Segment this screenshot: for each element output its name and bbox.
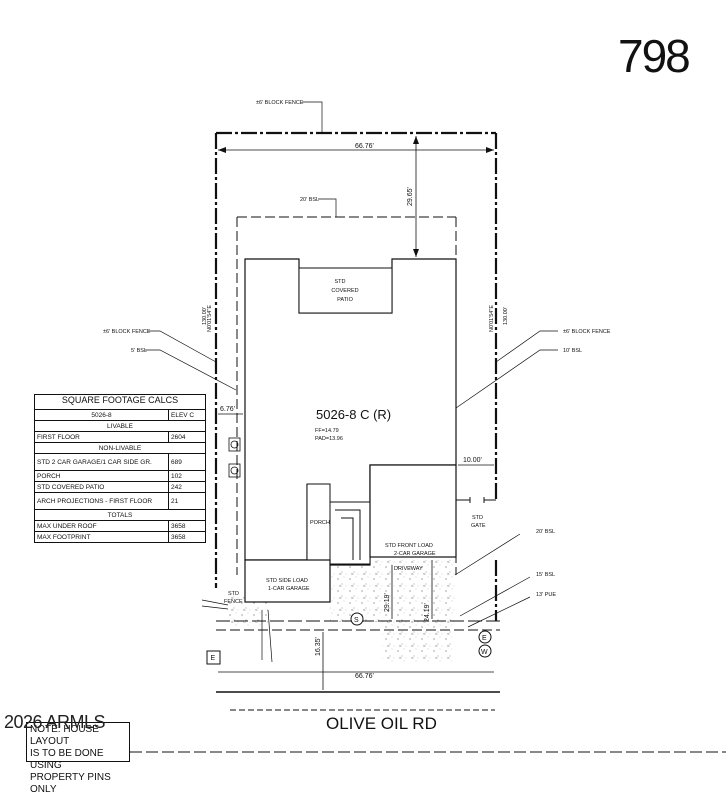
patio-label-1: STD: [335, 279, 346, 285]
left-bsl-label: 5' BSL: [131, 348, 147, 354]
front-bsl-15-label: 15' BSL: [536, 572, 555, 578]
left-bearing: N0'01'54"E: [207, 305, 213, 332]
porch-sf-value: 102: [171, 472, 182, 480]
right-length: 130.00': [503, 307, 509, 325]
table-nonlivable-header: NON-LIVABLE: [98, 444, 142, 452]
ac-unit-icon: [228, 437, 241, 478]
patio-label-3: PATIO: [337, 297, 353, 303]
std-fence-label-2: FENCE: [224, 599, 243, 605]
table-title: SQUARE FOOTAGE CALCS: [61, 395, 179, 405]
patio-label-2: COVERED: [331, 288, 358, 294]
electric-marker-label: E: [482, 635, 487, 642]
dimension-lines: [218, 136, 494, 690]
patio-sf-value: 242: [171, 483, 182, 491]
front-garage-label-1: STD FRONT LOAD: [385, 543, 433, 549]
table-col-elev: ELEV C: [171, 411, 195, 419]
porch-label: PORCH: [310, 520, 330, 526]
left-side-dim: 6.76': [220, 406, 235, 413]
leader-lines: [145, 101, 558, 663]
under-roof-value: 3658: [171, 522, 186, 530]
site-plan: 798: [103, 30, 726, 753]
arch-value: 21: [171, 497, 179, 505]
porch-step: [329, 501, 371, 565]
driveway-right-dim: 24.19': [424, 603, 431, 622]
driveway-area: [330, 560, 455, 622]
right-bsl-label: 10' BSL: [563, 348, 582, 354]
right-bearing: N0'01'54"E: [489, 305, 495, 332]
footprint-value: 3658: [171, 533, 186, 541]
covered-patio: [298, 267, 393, 314]
street-name: OLIVE OIL RD: [326, 714, 437, 733]
finish-floor: FF=14.79: [315, 428, 339, 434]
rear-width-dim: 66.76': [355, 143, 374, 150]
side-garage-label-1: STD SIDE LOAD: [266, 578, 308, 584]
water-marker-label: W: [481, 649, 488, 656]
side-load-garage: [244, 559, 331, 603]
plan-name: 5026-8 C (R): [316, 407, 391, 422]
std-gate-label-2: GATE: [471, 523, 486, 529]
dimension-arrows: [218, 136, 494, 257]
lot-number: 798: [618, 30, 689, 82]
rear-setback-dim: 29.65': [407, 187, 414, 206]
sewer-marker: [350, 612, 364, 626]
electric-box-label: E: [211, 655, 216, 662]
porch-inner-2: [341, 517, 354, 560]
left-length: 130.00': [202, 307, 208, 325]
first-floor-value: 2604: [171, 433, 186, 441]
garage-value: 689: [171, 458, 182, 466]
arch-label: ARCH PROJECTIONS - FIRST FLOOR: [35, 493, 169, 509]
block-fence-top-label: ±6' BLOCK FENCE: [256, 100, 304, 106]
footprint-label: MAX FOOTPRINT: [35, 532, 169, 542]
note-line-2: IS TO BE DONE USING: [30, 748, 104, 771]
note-line-3: PROPERTY PINS ONLY: [30, 772, 111, 795]
table-totals-header: TOTALS: [107, 511, 133, 519]
std-gate-label: STD: [472, 515, 483, 521]
front-bsl-20-label: 20' BSL: [536, 529, 555, 535]
front-garage-label-2: 2-CAR GARAGE: [394, 551, 436, 557]
garage-label: STD 2 CAR GARAGE/1 CAR SIDE GR.: [35, 454, 169, 470]
electric-box: [206, 650, 221, 665]
pue-label: 13' PUE: [536, 592, 556, 598]
front-yard-dim: 16.35': [315, 637, 322, 656]
std-fence-label: STD: [228, 591, 239, 597]
table-col-plan: 5026-8: [35, 410, 169, 420]
front-width-dim: 66.76': [355, 673, 374, 680]
watermark: 2026 ARMLS: [4, 712, 106, 732]
pad-elevation: PAD=13.96: [315, 436, 343, 442]
water-marker: [478, 644, 492, 658]
first-floor-label: FIRST FLOOR: [35, 432, 169, 442]
note-line-1: NOTE: HOUSE LAYOUT: [30, 724, 99, 747]
under-roof-label: MAX UNDER ROOF: [35, 521, 169, 531]
gate-icon: [456, 497, 496, 503]
table-livable-header: LIVABLE: [107, 422, 133, 430]
rear-bsl-label: 20' BSL: [300, 197, 319, 203]
driveway-label: DRIVEWAY: [394, 566, 423, 572]
side-garage-label-2: 1-CAR GARAGE: [268, 586, 310, 592]
front-load-garage: [369, 464, 457, 558]
driveway-left-dim: 29.19': [384, 593, 391, 612]
walkway-area: [382, 622, 452, 662]
porch-sf-label: PORCH: [35, 471, 169, 481]
property-boundary: [214, 131, 498, 621]
porch-inner: [335, 509, 361, 560]
sewer-marker-label: S: [354, 617, 359, 624]
right-side-dim: 10.00': [463, 457, 482, 464]
patio-sf-label: STD COVERED PATIO: [35, 482, 169, 492]
block-fence-left-label: ±6' BLOCK FENCE: [103, 329, 151, 335]
electric-marker: [478, 630, 492, 644]
block-fence-right-label: ±6' BLOCK FENCE: [563, 329, 611, 335]
